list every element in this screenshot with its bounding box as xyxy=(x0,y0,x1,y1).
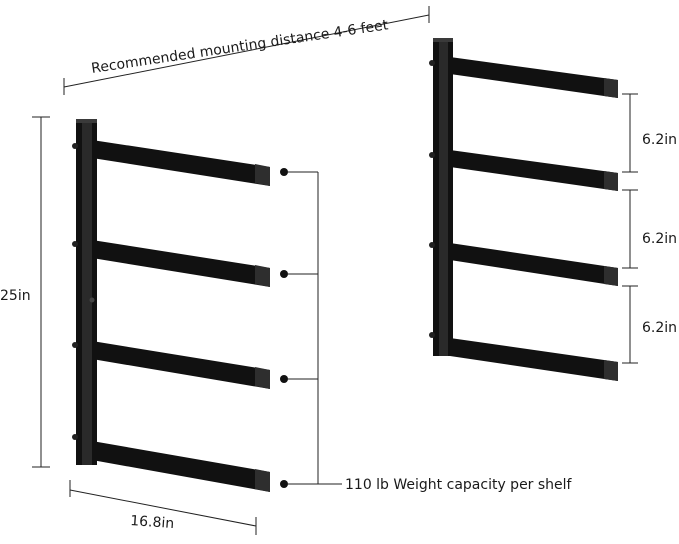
spacing-label-3: 6.2in xyxy=(642,320,677,336)
spacing-label-2: 6.2in xyxy=(642,231,677,247)
spacing-label-1: 6.2in xyxy=(642,132,677,148)
height-label: 25in xyxy=(0,288,31,304)
weight-capacity-label: 110 lb Weight capacity per shelf xyxy=(345,477,573,493)
right-rack-shelf-2 xyxy=(450,150,618,191)
right-rack-shelf-1 xyxy=(450,57,618,98)
height-dimension: 25in xyxy=(0,116,50,468)
depth-label: 16.8in xyxy=(130,513,175,532)
left-rack-shelf-1 xyxy=(92,140,270,186)
right-rack xyxy=(429,38,618,381)
right-rack-shelf-4 xyxy=(450,338,618,381)
mounting-distance-dimension: Recommended mounting distance 4-6 feet xyxy=(63,6,430,95)
left-rack-shelf-4 xyxy=(92,441,270,492)
left-rack-shelf-2 xyxy=(92,240,270,287)
mounting-distance-label: Recommended mounting distance 4-6 feet xyxy=(90,17,389,77)
left-rack xyxy=(72,119,270,492)
right-rack-shelf-3 xyxy=(450,243,618,286)
depth-dimension: 16.8in xyxy=(69,480,257,535)
shelf-spacing-dimensions: 6.2in 6.2in 6.2in xyxy=(622,93,677,364)
weight-capacity-callout: 110 lb Weight capacity per shelf xyxy=(280,168,573,493)
left-rack-shelf-3 xyxy=(92,341,270,389)
